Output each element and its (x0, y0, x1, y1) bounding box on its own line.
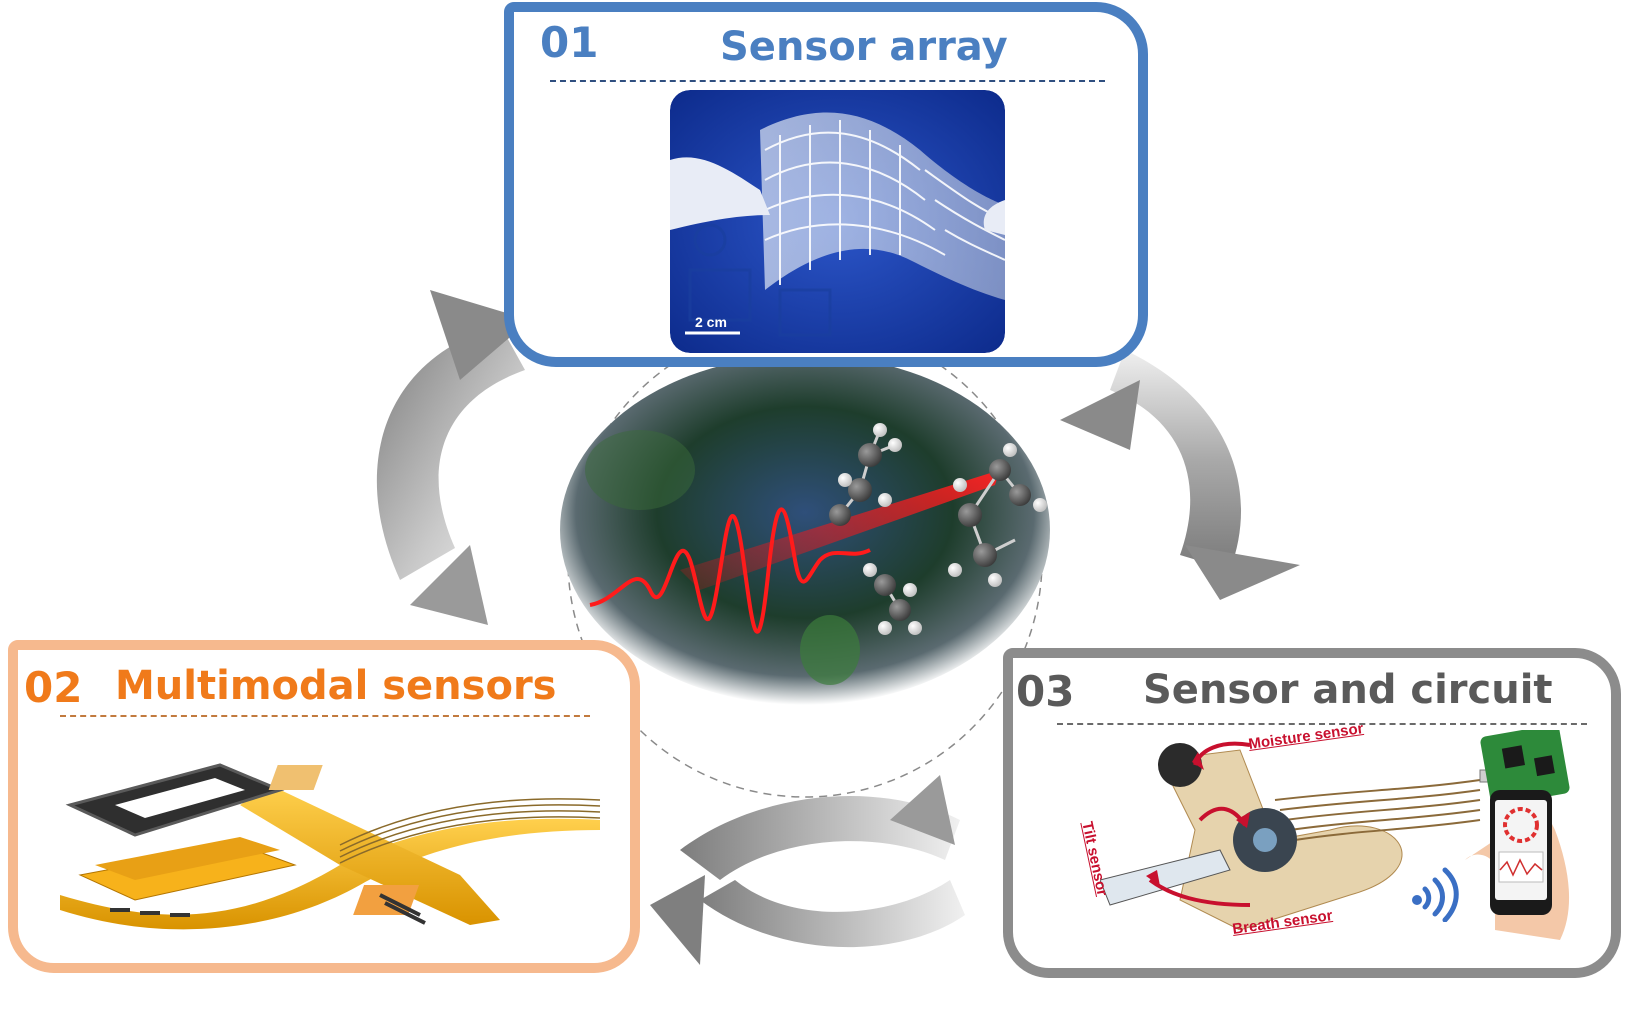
molecule-icon (948, 443, 1047, 587)
title-divider (60, 715, 590, 717)
panel-title: Multimodal sensors (115, 663, 557, 709)
smartphone-icon (1465, 790, 1570, 940)
scale-bar-label: 2 cm (695, 314, 727, 330)
multimodal-sensor-illustration (60, 763, 601, 930)
panel-title: Sensor array (720, 24, 1008, 70)
panel-number: 02 (24, 663, 83, 712)
molecule-icon (863, 563, 922, 635)
sensor-array-photo: 2 cm (670, 90, 1005, 353)
panel-title: Sensor and circuit (1143, 667, 1553, 713)
wifi-icon (1412, 867, 1459, 922)
cycle-arrow-icon (1060, 350, 1300, 600)
molecule-icon (829, 423, 902, 526)
title-divider (550, 80, 1105, 82)
sensor-circuit-illustration (1100, 730, 1570, 930)
cycle-arrow-icon (650, 775, 965, 965)
panel-number: 03 (1016, 667, 1075, 716)
title-divider (1057, 723, 1587, 725)
laser-wave (589, 507, 871, 634)
panel-number: 01 (540, 18, 599, 67)
